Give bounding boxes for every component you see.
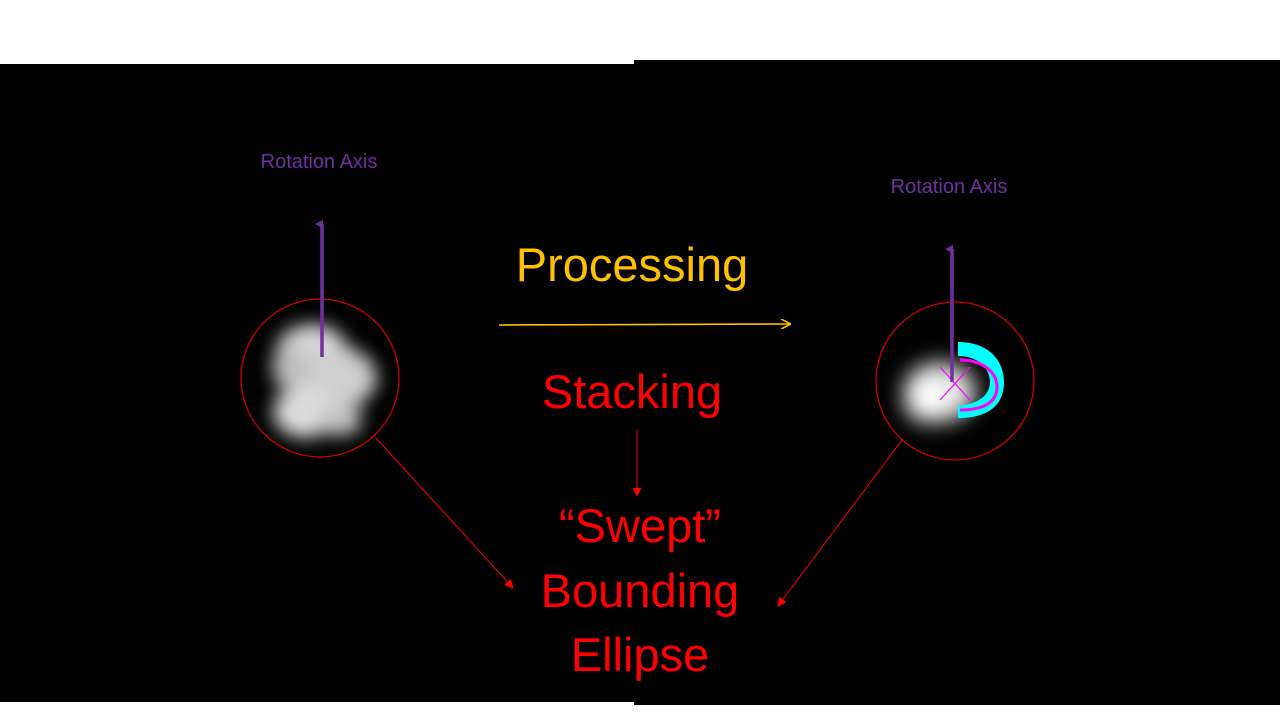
left-asteroid-image xyxy=(272,324,377,438)
result-line-3: Ellipse xyxy=(571,628,709,681)
right-asteroid-group xyxy=(875,245,1035,461)
right-rotation-axis-label: Rotation Axis xyxy=(891,176,1008,198)
right-to-result-arrow xyxy=(777,439,903,607)
swept-magenta-arc xyxy=(959,358,999,412)
stacking-label: Stacking xyxy=(542,365,722,418)
processing-label: Processing xyxy=(516,238,749,291)
result-line-1: “Swept” xyxy=(559,499,721,552)
right-bounding-circle xyxy=(875,301,1035,461)
left-rotation-axis-label: Rotation Axis xyxy=(261,151,378,173)
left-to-result-arrow xyxy=(375,437,514,589)
processing-arrow xyxy=(498,324,790,325)
left-asteroid-group xyxy=(240,220,400,458)
result-line-2: Bounding xyxy=(541,564,740,617)
left-bounding-circle xyxy=(240,298,400,458)
swept-center-cross xyxy=(939,366,971,401)
